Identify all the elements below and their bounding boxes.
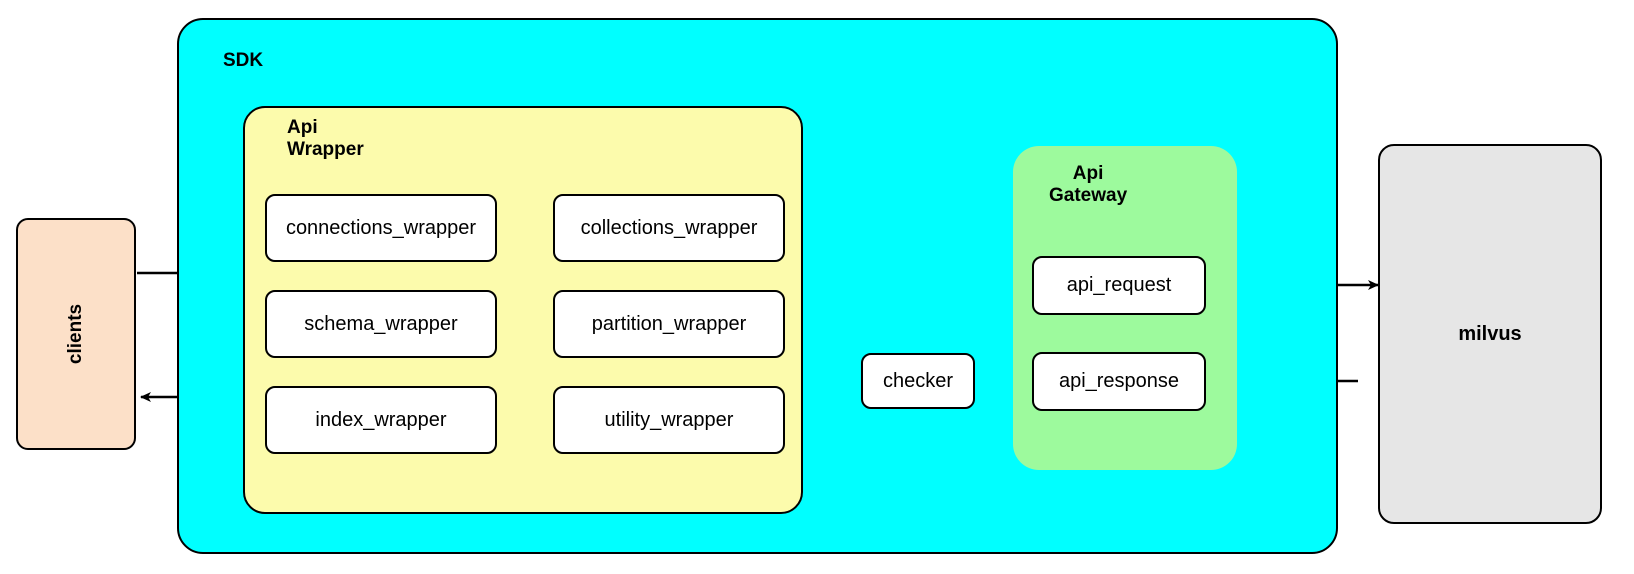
node-api-response[interactable]: api_response xyxy=(1032,352,1206,411)
container-sdk-label: SDK xyxy=(223,50,264,71)
node-milvus[interactable]: milvus xyxy=(1378,144,1602,524)
node-schema-wrapper[interactable]: schema_wrapper xyxy=(265,290,497,358)
node-connections-wrapper-label: connections_wrapper xyxy=(285,216,477,239)
container-api-wrapper-label: Api Wrapper xyxy=(287,117,364,161)
node-collections-wrapper[interactable]: collections_wrapper xyxy=(553,194,785,262)
node-clients-label: clients xyxy=(64,303,86,365)
node-index-wrapper-label: index_wrapper xyxy=(315,408,447,431)
node-milvus-label: milvus xyxy=(1458,322,1522,345)
node-utility-wrapper-label: utility_wrapper xyxy=(604,408,734,431)
node-index-wrapper[interactable]: index_wrapper xyxy=(265,386,497,454)
container-api-gateway-label: Api Gateway xyxy=(1049,163,1128,207)
node-clients[interactable]: clients xyxy=(16,218,136,450)
node-api-request[interactable]: api_request xyxy=(1032,256,1206,315)
node-utility-wrapper[interactable]: utility_wrapper xyxy=(553,386,785,454)
node-partition-wrapper[interactable]: partition_wrapper xyxy=(553,290,785,358)
node-collections-wrapper-label: collections_wrapper xyxy=(580,216,758,239)
node-api-request-label: api_request xyxy=(1066,274,1172,296)
node-partition-wrapper-label: partition_wrapper xyxy=(591,312,747,335)
node-checker[interactable]: checker xyxy=(861,353,975,409)
node-checker-label: checker xyxy=(882,369,954,392)
node-connections-wrapper[interactable]: connections_wrapper xyxy=(265,194,497,262)
node-api-response-label: api_response xyxy=(1058,370,1180,392)
node-schema-wrapper-label: schema_wrapper xyxy=(304,312,458,335)
